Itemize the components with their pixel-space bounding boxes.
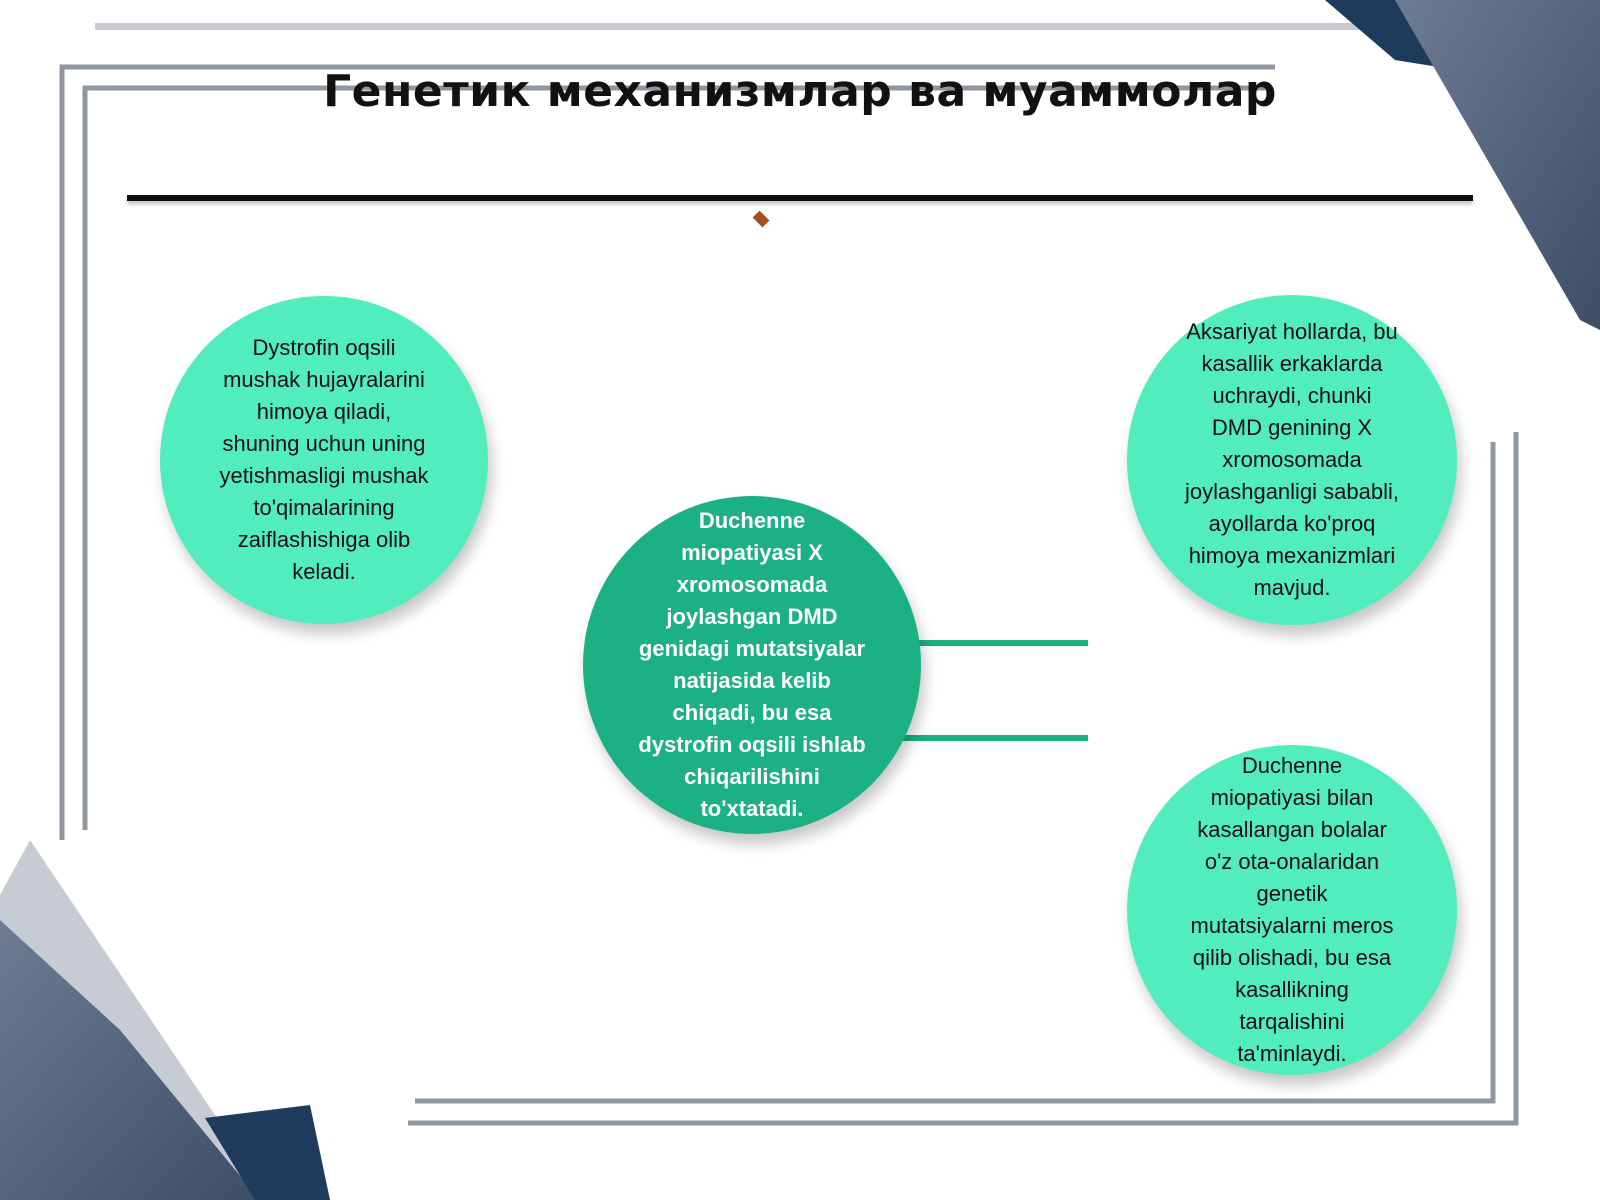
node-circle-dystrofin: Dystrofin oqsili mushak hujayralarini hi…	[160, 296, 488, 624]
node-circle-inheritance: Duchenne miopatiyasi bilan kasallangan b…	[1127, 745, 1457, 1075]
corner-shape-dark-bl	[205, 1105, 330, 1200]
top-bar-line	[95, 23, 1503, 30]
center-text: Duchenne miopatiyasi X xromosomada joyla…	[638, 508, 866, 821]
corner-shape-slate-bl	[0, 920, 260, 1200]
center-circle: Duchenne miopatiyasi X xromosomada joyla…	[583, 496, 921, 834]
frame-outer-line	[59, 64, 1275, 840]
node-text-inheritance: Duchenne miopatiyasi bilan kasallangan b…	[1190, 753, 1394, 1066]
node-circle-males: Aksariyat hollarda, bu kasallik erkaklar…	[1127, 295, 1457, 625]
frame-right-inner-line	[415, 442, 1496, 1104]
node-text-dystrofin: Dystrofin oqsili mushak hujayralarini hi…	[219, 335, 429, 584]
frame-inner-line	[82, 85, 1265, 830]
frame-right-outer-line	[408, 432, 1519, 1126]
slide-title: Генетик механизмлар ва муаммолар	[323, 66, 1277, 117]
title-underline	[127, 195, 1473, 201]
connector-line-upper	[900, 640, 1088, 646]
connector-line-lower	[890, 735, 1088, 741]
corner-shape-slate	[1395, 0, 1600, 330]
node-text-males: Aksariyat hollarda, bu kasallik erkaklar…	[1184, 319, 1400, 600]
